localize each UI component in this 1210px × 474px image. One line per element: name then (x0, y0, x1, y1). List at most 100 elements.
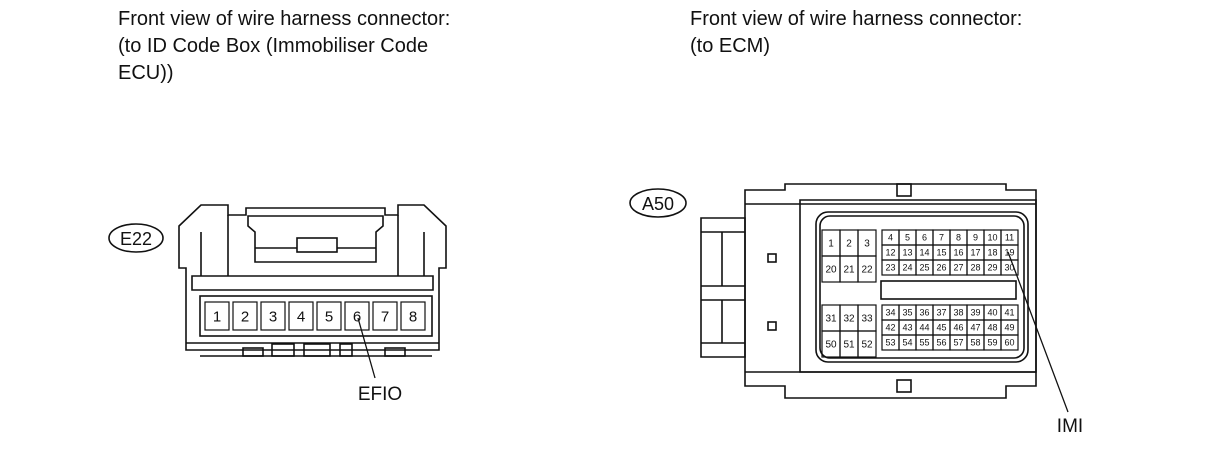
a50-pin-49-label: 49 (1004, 323, 1014, 333)
efio-leader-line (357, 317, 376, 379)
e22-pin-2-cell (232, 301, 258, 331)
a50-pin-22-label: 22 (861, 265, 873, 276)
a50-pin-24-label: 24 (902, 263, 912, 273)
e22-latch-tab (296, 237, 338, 253)
e22-pin-1-label: 1 (213, 308, 221, 325)
e22-pin-2-label: 2 (241, 308, 249, 325)
a50-housing (744, 183, 1037, 399)
e22-pin-7-label: 7 (381, 308, 389, 325)
a50-plug-hole-top (767, 253, 777, 263)
a50-pin-9-label: 9 (973, 233, 978, 243)
e22-pin-6-label: 6 (353, 308, 361, 325)
left-caption-line-3: ECU)) (118, 62, 174, 84)
a50-plug-body (700, 217, 746, 358)
a50-pin-37-label: 37 (936, 308, 946, 318)
a50-pin-40-label: 40 (987, 308, 997, 318)
a50-center-bar (880, 280, 1017, 300)
left-caption-line-1: Front view of wire harness connector: (118, 8, 451, 30)
a50-pin-35-label: 35 (902, 308, 912, 318)
a50-pin-54-label: 54 (902, 338, 912, 348)
e22-pin-housing (199, 295, 433, 337)
a50-pin-27-label: 27 (953, 263, 963, 273)
a50-pin-30-label: 30 (1004, 263, 1014, 273)
a50-pin-7-label: 7 (939, 233, 944, 243)
a50-pin-32-label: 32 (843, 314, 855, 325)
a50-pin-28-label: 28 (970, 263, 980, 273)
a50-pin-20-label: 20 (825, 265, 837, 276)
imi-callout-label: IMI (1057, 416, 1083, 437)
a50-pin-23-label: 23 (885, 263, 895, 273)
e22-pin-5-cell (316, 301, 342, 331)
e22-pin-5-label: 5 (325, 308, 333, 325)
a50-pin-44-label: 44 (919, 323, 929, 333)
a50-pin-51-label: 51 (843, 340, 855, 351)
a50-pin-58-label: 58 (970, 338, 980, 348)
a50-pin-21-label: 21 (843, 265, 855, 276)
a50-pin-52-label: 52 (861, 340, 873, 351)
e22-pin-4-label: 4 (297, 308, 305, 325)
a50-pin-4-label: 4 (888, 233, 893, 243)
e22-pin-3-label: 3 (269, 308, 277, 325)
a50-pin-30-cell (1000, 259, 1019, 276)
a50-pin-43-label: 43 (902, 323, 912, 333)
a50-pin-15-label: 15 (936, 248, 946, 258)
efio-callout-label: EFIO (358, 384, 402, 405)
e22-pin-7-cell (372, 301, 398, 331)
right-caption-line-1: Front view of wire harness connector: (690, 8, 1023, 30)
a50-pin-31-label: 31 (825, 314, 837, 325)
a50-label-oval (629, 188, 687, 218)
a50-pin-29-label: 29 (987, 263, 997, 273)
e22-connector (108, 204, 447, 357)
a50-pin-34-label: 34 (885, 308, 895, 318)
a50-pin-5-label: 5 (905, 233, 910, 243)
a50-face-frame (799, 199, 1037, 373)
a50-pin-2-label: 2 (846, 239, 852, 250)
a50-pin-36-label: 36 (919, 308, 929, 318)
a50-pin-39-label: 39 (970, 308, 980, 318)
a50-pin-60-label: 60 (1004, 338, 1014, 348)
e22-pin-6-cell (344, 301, 370, 331)
a50-pin-56-label: 56 (936, 338, 946, 348)
a50-pin-60-cell (1000, 334, 1019, 351)
a50-pin-48-label: 48 (987, 323, 997, 333)
a50-pin-18-label: 18 (987, 248, 997, 258)
e22-pin-1-cell (204, 301, 230, 331)
e22-connector-id: E22 (120, 229, 152, 249)
a50-pin-50-label: 50 (825, 340, 837, 351)
a50-pin-11-label: 11 (1005, 233, 1014, 243)
a50-pin-26-label: 26 (936, 263, 946, 273)
a50-connector-id: A50 (642, 194, 674, 214)
a50-pin-33-label: 33 (861, 314, 873, 325)
e22-latch (247, 215, 384, 263)
a50-pin-12-label: 12 (885, 248, 895, 258)
a50-plug-hole-bottom (767, 321, 777, 331)
a50-pin-17-label: 17 (970, 248, 980, 258)
a50-pin-face-inner (819, 215, 1025, 359)
e22-side-rails (200, 215, 425, 276)
a50-pin-3-label: 3 (864, 239, 870, 250)
a50-pin-19-label: 19 (1004, 248, 1014, 258)
a50-pin-25-label: 25 (919, 263, 929, 273)
a50-top-key (896, 183, 912, 197)
right-caption-line-2: (to ECM) (690, 35, 770, 57)
a50-bottom-key (896, 379, 912, 393)
e22-pin-8-label: 8 (409, 308, 417, 325)
a50-plug-lines (701, 231, 745, 344)
imi-leader-line (1007, 251, 1069, 413)
a50-pin-6-label: 6 (922, 233, 927, 243)
a50-pin-41-label: 41 (1004, 308, 1014, 318)
e22-pin-3-cell (260, 301, 286, 331)
a50-pin-46-label: 46 (953, 323, 963, 333)
left-caption-line-2: (to ID Code Box (Immobiliser Code (118, 35, 429, 57)
a50-pin-59-label: 59 (987, 338, 997, 348)
a50-pin-10-label: 10 (987, 233, 997, 243)
e22-pin-shelf (191, 275, 434, 291)
e22-label-oval (108, 223, 164, 253)
a50-pin-face (815, 211, 1029, 363)
right-connector-caption: Front view of wire harness connector: (t… (690, 6, 1022, 60)
e22-housing (178, 204, 447, 351)
a50-pin-42-label: 42 (885, 323, 895, 333)
a50-pin-57-label: 57 (953, 338, 963, 348)
